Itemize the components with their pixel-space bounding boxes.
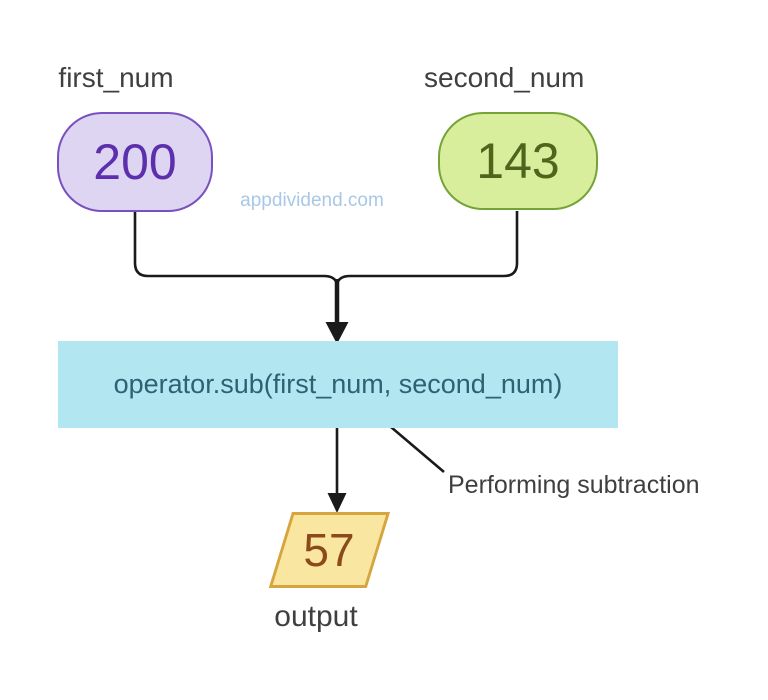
output-node: 57 (268, 512, 390, 588)
first-num-label: first_num (58, 62, 174, 93)
second-num-value: 143 (476, 133, 560, 189)
first-num-value: 200 (93, 134, 177, 190)
annotation-text: Performing subtraction (448, 471, 700, 499)
operation-expression: operator.sub(first_num, second_num) (113, 369, 563, 399)
output-label: output (274, 600, 358, 633)
output-value: 57 (303, 524, 355, 576)
first-num-to-merge-line (133, 212, 339, 285)
watermark-text: appdividend.com (240, 190, 384, 211)
operation-to-output-arrowhead (327, 493, 347, 513)
operation-node: operator.sub(first_num, second_num) (58, 341, 618, 428)
second-num-node: 143 (438, 112, 598, 210)
second-num-to-merge-line (335, 211, 519, 285)
first-num-node: 200 (57, 112, 213, 212)
second-num-label: second_num (424, 62, 585, 93)
